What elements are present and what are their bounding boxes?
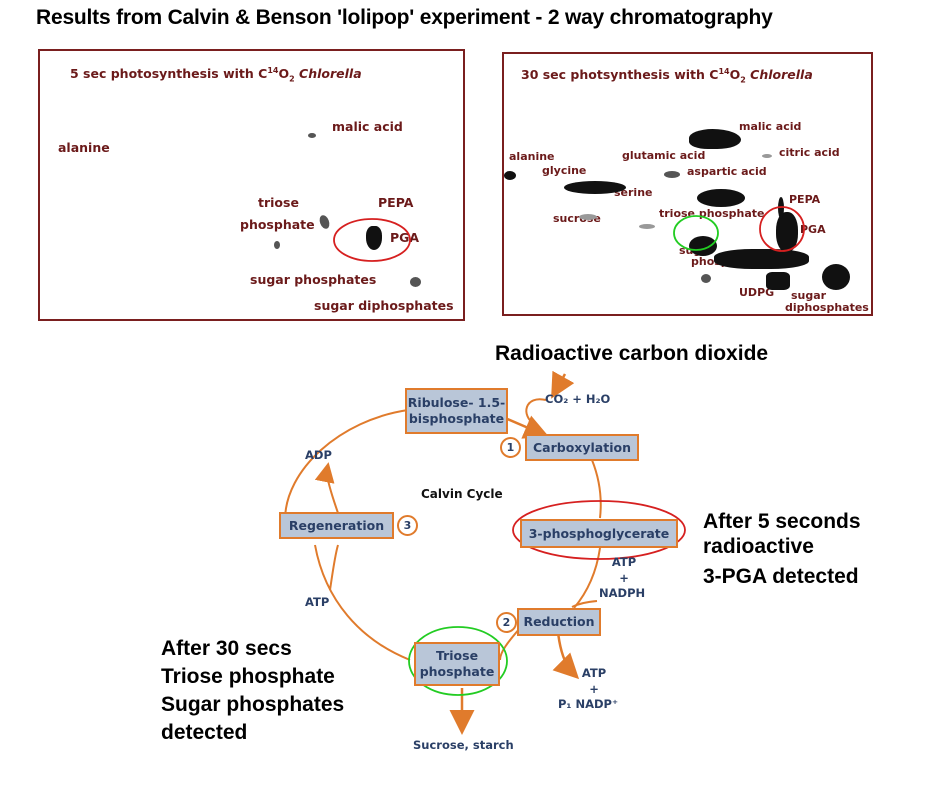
spot-citric-acid [762,154,772,158]
spot-sucrose [579,214,597,220]
label-sugar-phosphates: sugar phosphates [250,272,377,287]
label-malic-acid: malic acid [332,119,403,134]
chromatogram-5sec-panel: 5 sec photosynthesis with C14O2 Chlorell… [38,49,465,321]
note-30s-line3: Sugar phosphates [161,693,345,716]
label-glycine: glycine [542,164,587,177]
atp-out-line3: P₁ NADP⁺ [558,697,619,712]
adp-label: ADP [305,448,332,462]
label-aspartic-acid: aspartic acid [687,165,767,178]
label-sugar-di: sugar [791,289,827,302]
spot-udpg [766,272,790,290]
box-3-phosphoglycerate: 3-phosphoglycerate [520,519,678,548]
spot-glutamic-acid [664,171,680,178]
co2-label: CO₂ + H₂O [545,392,611,406]
atp-out-line2: + [589,681,599,696]
panel-30sec-title: 30 sec photsynthesis with C14O2 Chlorell… [521,67,813,85]
spot-sugar-diphosphates [410,277,421,287]
label-triose: triose [258,195,299,210]
box-carboxylation: Carboxylation [525,434,639,461]
box-rubp-line1: Ribulose- 1.5- [407,395,506,411]
note-30-seconds: After 30 secs Triose phosphate Sugar pho… [161,635,344,747]
atp-in-line2: + [619,570,629,585]
arrow-co2-in [525,398,547,426]
label-glutamic-acid: glutamic acid [622,149,706,162]
note-5s-line3: 3-PGA detected [703,565,859,589]
note-30s-line2: Triose phosphate [161,665,335,688]
label-pga: PGA [390,230,420,245]
input-heading: Radioactive carbon dioxide [495,342,769,365]
spot-malic-acid [308,133,316,138]
spot-sugar-phosphates [317,213,332,231]
spot-alanine [504,171,516,180]
atp-nadp-out-label: ATP + P₁ NADP⁺ [558,666,618,713]
label-pepa: PEPA [378,195,414,210]
spot-malic-acid [689,129,741,149]
arrow-rubp-to-carbox [504,415,550,439]
box-triose-line2: phosphate [419,664,495,679]
label-diphosphates: diphosphates [785,301,869,314]
label-sugar-diphosphates: sugar diphosphates [314,298,454,313]
label-pga: PGA [800,223,826,236]
step-1-badge: 1 [500,437,521,458]
box-rubp: Ribulose- 1.5-bisphosphate [405,388,508,434]
box-regeneration: Regeneration [279,512,394,539]
calvin-cycle-label: Calvin Cycle [421,487,503,501]
note-5s-line2: radioactive [703,534,814,558]
main-title: Results from Calvin & Benson 'lolipop' e… [36,6,773,29]
label-citric-acid: citric acid [779,146,840,159]
label-phosphate: phosphate [240,217,315,232]
line-nadph-in [571,600,598,608]
atp-out-line1: ATP [581,666,607,680]
spot-sugar-phosphates [689,236,717,256]
label-malic-acid: malic acid [739,120,802,133]
box-rubp-line2: bisphosphate [408,411,505,426]
note-30s-line4: detected [161,721,248,744]
note-5s-line1: After 5 seconds [703,510,861,533]
atp-nadph-in-label: ATP + NADPH [599,555,645,602]
spot-triose-faint [639,224,655,229]
atp-in-line3: NADPH [599,586,646,601]
note-5-seconds: After 5 seconds radioactive 3-PGA detect… [703,508,861,591]
arrow-radioactive-co2 [551,370,575,399]
arc-regen-to-rubp [284,409,409,521]
spot-pga [366,226,382,250]
spot-glycine-serine [564,181,626,194]
label-alanine: alanine [58,140,110,155]
step-2-badge: 2 [496,612,517,633]
spot-sugar-diphosphates [822,264,850,290]
spot-triose-phosphate [274,241,280,249]
label-alanine: alanine [509,150,555,163]
box-triose-line1: Triose [435,648,479,664]
label-triose-phosphate: triose phosphate [659,207,765,220]
step-3-badge: 3 [397,515,418,536]
spot-pepa [778,197,784,219]
sucrose-starch-label: Sucrose, starch [413,738,514,752]
atp-regen-label: ATP [305,595,330,609]
atp-in-line1: ATP [611,555,637,569]
label-udpg: UDPG [739,286,775,299]
spot-small [701,274,711,283]
spot-phosphate-streak [714,249,809,269]
arc-carbox-to-pga [591,459,602,519]
label-pepa: PEPA [789,193,821,206]
note-30s-line1: After 30 secs [161,637,292,660]
panel-5sec-title: 5 sec photosynthesis with C14O2 Chlorell… [70,66,362,84]
spot-aspartic-acid [697,189,745,207]
arrow-adp-out [314,462,339,514]
chromatogram-30sec-panel: 30 sec photsynthesis with C14O2 Chlorell… [502,52,873,316]
box-reduction: Reduction [517,608,601,636]
line-atp-in [329,544,339,591]
arc-pga-to-reduction [573,547,601,609]
